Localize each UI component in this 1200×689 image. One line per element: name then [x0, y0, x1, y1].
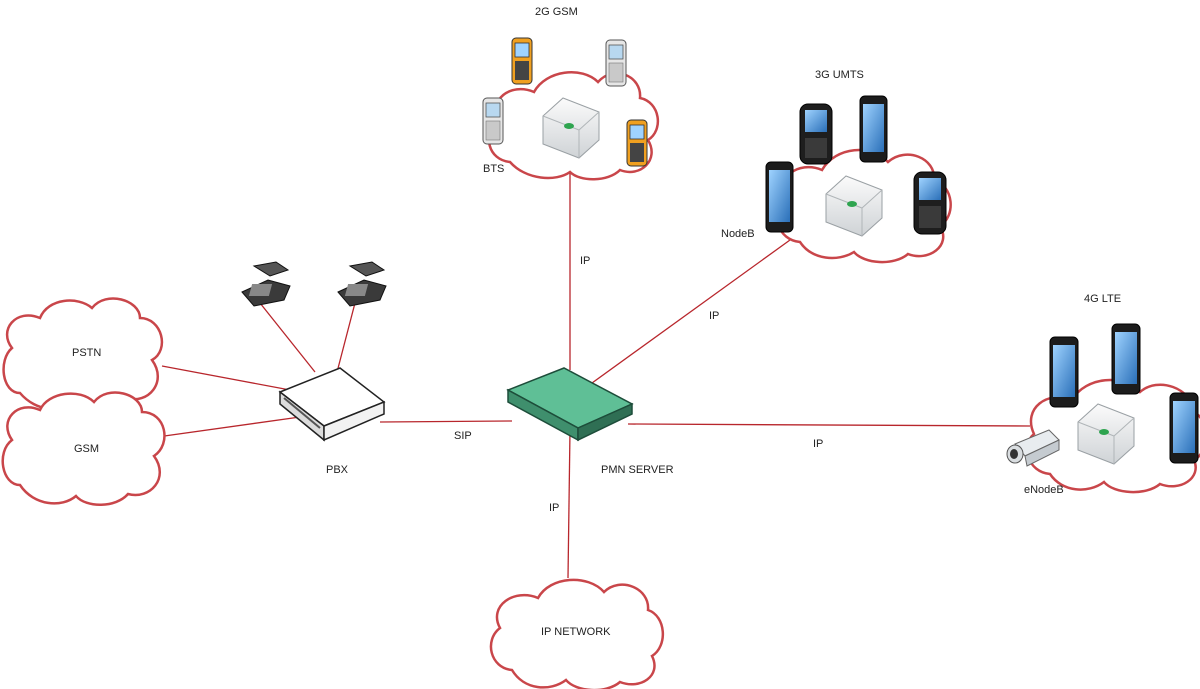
- bts-basestation-icon: [542, 97, 600, 159]
- node-title-4g: 4G LTE: [1084, 293, 1122, 305]
- link-phone1-pbx: [259, 302, 316, 373]
- feature-phone-icon: [511, 37, 533, 85]
- station-label-enodeb: eNodeB: [1024, 484, 1064, 496]
- link-pstn-pbx: [161, 365, 291, 391]
- nodeb-basestation-icon: [825, 175, 883, 237]
- station-label-nodeb: NodeB: [721, 228, 755, 240]
- cloud-label-pstn: PSTN: [72, 347, 102, 359]
- node-title-3g: 3G UMTS: [815, 69, 864, 81]
- cloud-label-ip-network: IP NETWORK: [541, 626, 611, 638]
- link-server-enodeb: [627, 423, 1031, 427]
- smartphone-icon: [765, 161, 794, 233]
- link-label-sip: SIP: [454, 430, 472, 442]
- links: [149, 172, 1031, 579]
- link-label-ip: IP: [813, 438, 824, 450]
- node-title-2g: 2G GSM: [535, 6, 578, 18]
- link-phone2-pbx: [335, 302, 356, 377]
- desk-phone-icon: [337, 261, 387, 307]
- qwerty-phone-icon: [913, 171, 947, 235]
- smartphone-icon: [1169, 392, 1199, 464]
- link-label-ip: IP: [709, 310, 720, 322]
- station-label-bts: BTS: [483, 163, 505, 175]
- smartphone-icon: [859, 95, 888, 163]
- device-label-pmn-server: PMN SERVER: [601, 464, 674, 476]
- link-label-ip: IP: [549, 502, 560, 514]
- link-gsm-pbx: [149, 416, 301, 439]
- qwerty-phone-icon: [799, 103, 833, 165]
- feature-phone-icon: [605, 39, 627, 87]
- feature-phone-icon: [626, 119, 648, 167]
- cloud-label-gsm: GSM: [74, 443, 100, 455]
- desk-phone-icon: [241, 261, 291, 307]
- cloud-gsm: [1, 391, 166, 506]
- pbx-device-icon: [278, 367, 386, 442]
- enodeb-basestation-icon: [1077, 403, 1135, 465]
- smartphone-icon: [1049, 336, 1079, 408]
- link-server-nodeb: [591, 239, 791, 384]
- device-label-pbx: PBX: [326, 464, 349, 476]
- smartphone-icon: [1111, 323, 1141, 395]
- camera-icon: [1006, 429, 1060, 467]
- link-server-ipnet: [567, 429, 571, 579]
- link-label-ip: IP: [580, 255, 591, 267]
- link-pbx-server: [379, 420, 513, 423]
- feature-phone-icon: [482, 97, 504, 145]
- pmn-server-icon: [506, 367, 634, 442]
